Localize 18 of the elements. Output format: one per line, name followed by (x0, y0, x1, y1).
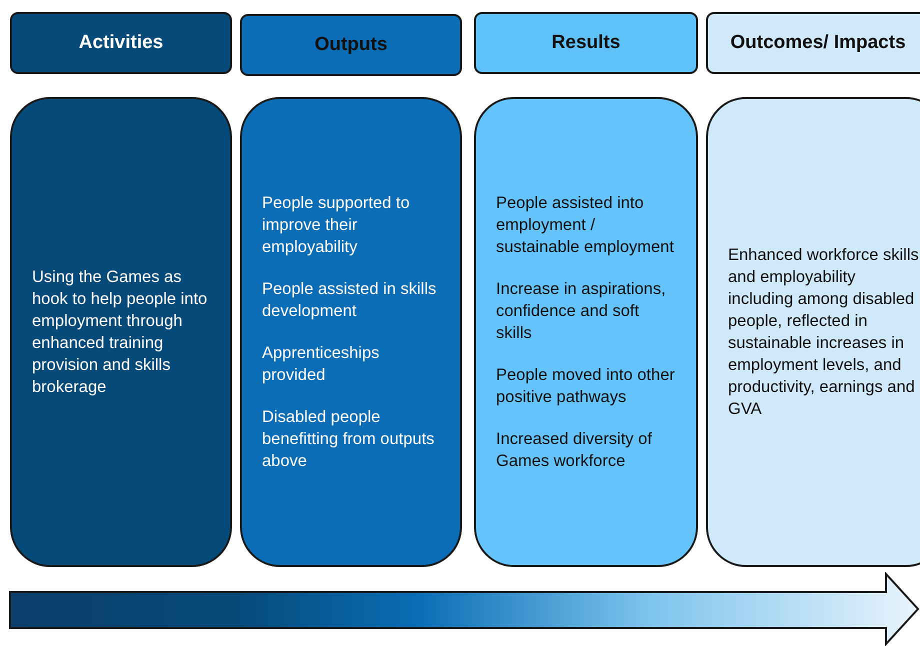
panel-text: People moved into other positive pathways (496, 365, 676, 408)
panel-text: People assisted in skills development (262, 279, 438, 322)
panel-text: Increased diversity of Games workforce (496, 429, 653, 472)
column-panel (474, 97, 698, 567)
panel-text: People assisted into employment / sustainable employment (496, 193, 675, 258)
panel-text: People supported to improve their employability (262, 193, 411, 258)
panel-text: Disabled people benefitting from outputs above (262, 407, 436, 472)
panel-text: Enhanced workforce skills and employability including among disabled people, reflected in sustainable increases in employment levels, and productivity, earnings and GVA (728, 245, 920, 420)
column-header: Outcomes/ Impacts (706, 12, 920, 74)
column-header: Results (474, 12, 698, 74)
panel-text: Using the Games as hook to help people into employment through enhanced training provision and skills brokerage (32, 267, 208, 398)
panel-text: Increase in aspirations, confidence and soft skills (496, 279, 667, 344)
column-header: Activities (10, 12, 232, 74)
panel-text: Apprenticeships provided (262, 343, 380, 386)
column-panel (706, 97, 920, 567)
column-panel (240, 97, 462, 567)
column-header: Outputs (240, 14, 462, 76)
column-panel (10, 97, 232, 567)
